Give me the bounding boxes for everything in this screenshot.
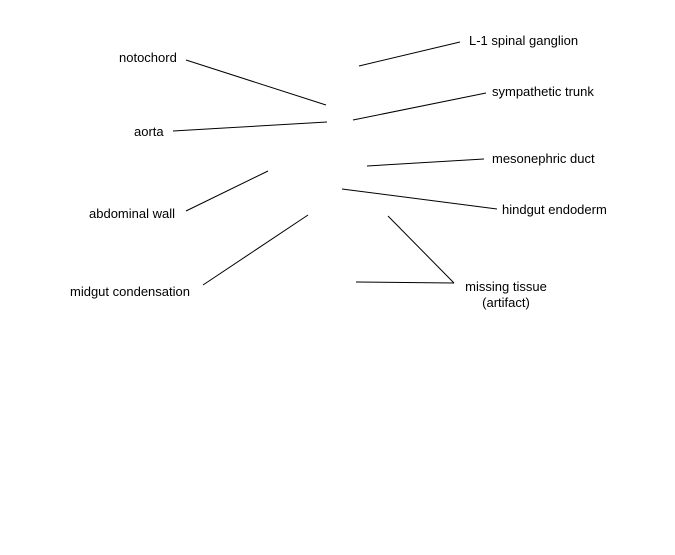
label-l1-spinal-ganglion: L-1 spinal ganglion — [469, 33, 579, 48]
label-notochord: notochord — [119, 50, 177, 65]
label-midgut-condensation: midgut condensation — [70, 284, 190, 299]
leader-line-abdominal-wall — [185, 170, 269, 212]
leader-line-l1-spinal-ganglion — [358, 41, 461, 67]
label-missing-tissue-note: (artifact) — [482, 295, 530, 310]
label-aorta: aorta — [134, 124, 164, 139]
leader-line-aorta — [172, 121, 328, 132]
leader-line-notochord — [185, 59, 327, 106]
leader-line-missing-tissue-b — [355, 281, 455, 284]
leader-line-missing-tissue-a — [387, 215, 455, 284]
label-missing-tissue: missing tissue — [465, 279, 547, 294]
label-missing-tissue-group: missing tissue (artifact) — [456, 279, 556, 311]
leader-line-hindgut-endoderm — [341, 188, 498, 210]
label-sympathetic-trunk: sympathetic trunk — [492, 84, 594, 99]
label-mesonephric-duct: mesonephric duct — [492, 151, 595, 166]
leader-line-mesonephric-duct — [366, 158, 485, 167]
label-abdominal-wall: abdominal wall — [89, 206, 175, 221]
leader-line-midgut-condensation — [202, 214, 309, 286]
label-hindgut-endoderm: hindgut endoderm — [502, 202, 607, 217]
leader-line-sympathetic-trunk — [352, 92, 487, 121]
